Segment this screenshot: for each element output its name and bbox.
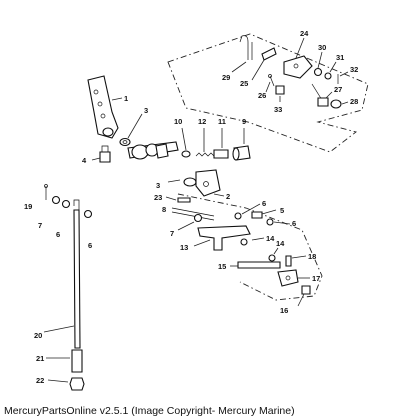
callout-6-mid: 6 [88,241,92,250]
callout-6-upper-right: 6 [262,199,266,208]
callout-10: 10 [174,117,182,126]
callout-31: 31 [336,53,344,62]
callout-9: 9 [242,117,246,126]
callout-16: 16 [280,306,288,315]
callout-17: 17 [312,274,320,283]
copyright-caption: MercuryPartsOnline v2.5.1 (Image Copyrig… [4,405,295,417]
part-shift-shaft [127,141,179,160]
lower-boundary [177,193,323,301]
part-washer-7-lower [193,213,203,223]
callout-15: 15 [218,262,226,271]
callout-30: 30 [318,43,326,52]
part-bushing-9 [232,145,251,161]
callout-6-left: 6 [56,230,60,239]
part-pin-10 [181,150,191,158]
part-bushing-28 [330,99,342,109]
part-spring-12 [195,152,215,157]
part-shift-cam [183,169,221,197]
part-clip-26 [268,74,275,87]
callout-14-upper: 14 [266,234,275,243]
callout-2: 2 [226,192,230,201]
part-link-27 [311,83,329,107]
callout-28: 28 [350,97,358,106]
callout-14-lower: 14 [276,239,285,248]
callout-6-right: 6 [292,219,296,228]
part-washer-upper [119,137,131,147]
part-washer-6-right [266,218,274,226]
callouts: 1 2 3 3 4 5 6 6 6 6 7 7 8 9 10 11 12 13 … [24,29,358,385]
callout-7-left: 7 [38,221,42,230]
callout-27: 27 [334,85,342,94]
callout-33: 33 [274,105,282,114]
callout-18: 18 [308,252,316,261]
callout-25: 25 [240,79,248,88]
part-washer-6-left [61,199,71,209]
callout-21: 21 [36,354,44,363]
part-clip-19 [44,184,48,200]
part-rod-8 [171,207,215,221]
part-washer-14-lower [268,254,276,262]
part-bracket-17 [277,269,299,287]
part-hook-29 [239,35,253,60]
callout-32: 32 [350,65,358,74]
part-bolt-4 [99,145,111,163]
part-washer-31 [324,72,332,80]
callout-19: 19 [24,202,32,211]
part-pin-5 [251,211,263,219]
part-nut-22 [69,377,85,391]
part-sleeve-21 [71,349,83,373]
part-bolt-16 [301,285,311,295]
part-link-rod-20 [73,199,81,349]
callout-22: 22 [36,376,44,385]
subassembly-boundary [167,33,369,153]
part-bracket-24 [283,55,313,79]
callout-26: 26 [258,91,266,100]
callout-3-lower: 3 [156,181,160,190]
part-lower-lever-13 [197,225,251,251]
part-bolt-23 [177,197,191,203]
callout-4: 4 [82,156,87,165]
part-washer-7-left [51,195,61,205]
callout-29: 29 [222,73,230,82]
part-shaft-15 [237,261,281,269]
callout-7-lower: 7 [170,229,174,238]
part-pin-18 [285,255,292,267]
callout-23: 23 [154,193,162,202]
callout-11: 11 [218,117,226,126]
part-pin-25 [261,47,277,61]
callout-1: 1 [124,94,128,103]
callout-8: 8 [162,205,166,214]
part-washer-6-mid [83,209,93,219]
callout-5: 5 [280,206,284,215]
part-lever-arm [87,75,119,139]
part-washer-14 [240,238,248,246]
callout-24: 24 [300,29,309,38]
part-pin-11 [213,149,229,159]
callout-13: 13 [180,243,188,252]
callout-12: 12 [198,117,206,126]
part-washer-30 [313,67,323,77]
part-nut-33 [275,85,285,95]
callout-20: 20 [34,331,42,340]
part-washer-6-lower [234,212,242,220]
callout-3-upper: 3 [144,106,148,115]
